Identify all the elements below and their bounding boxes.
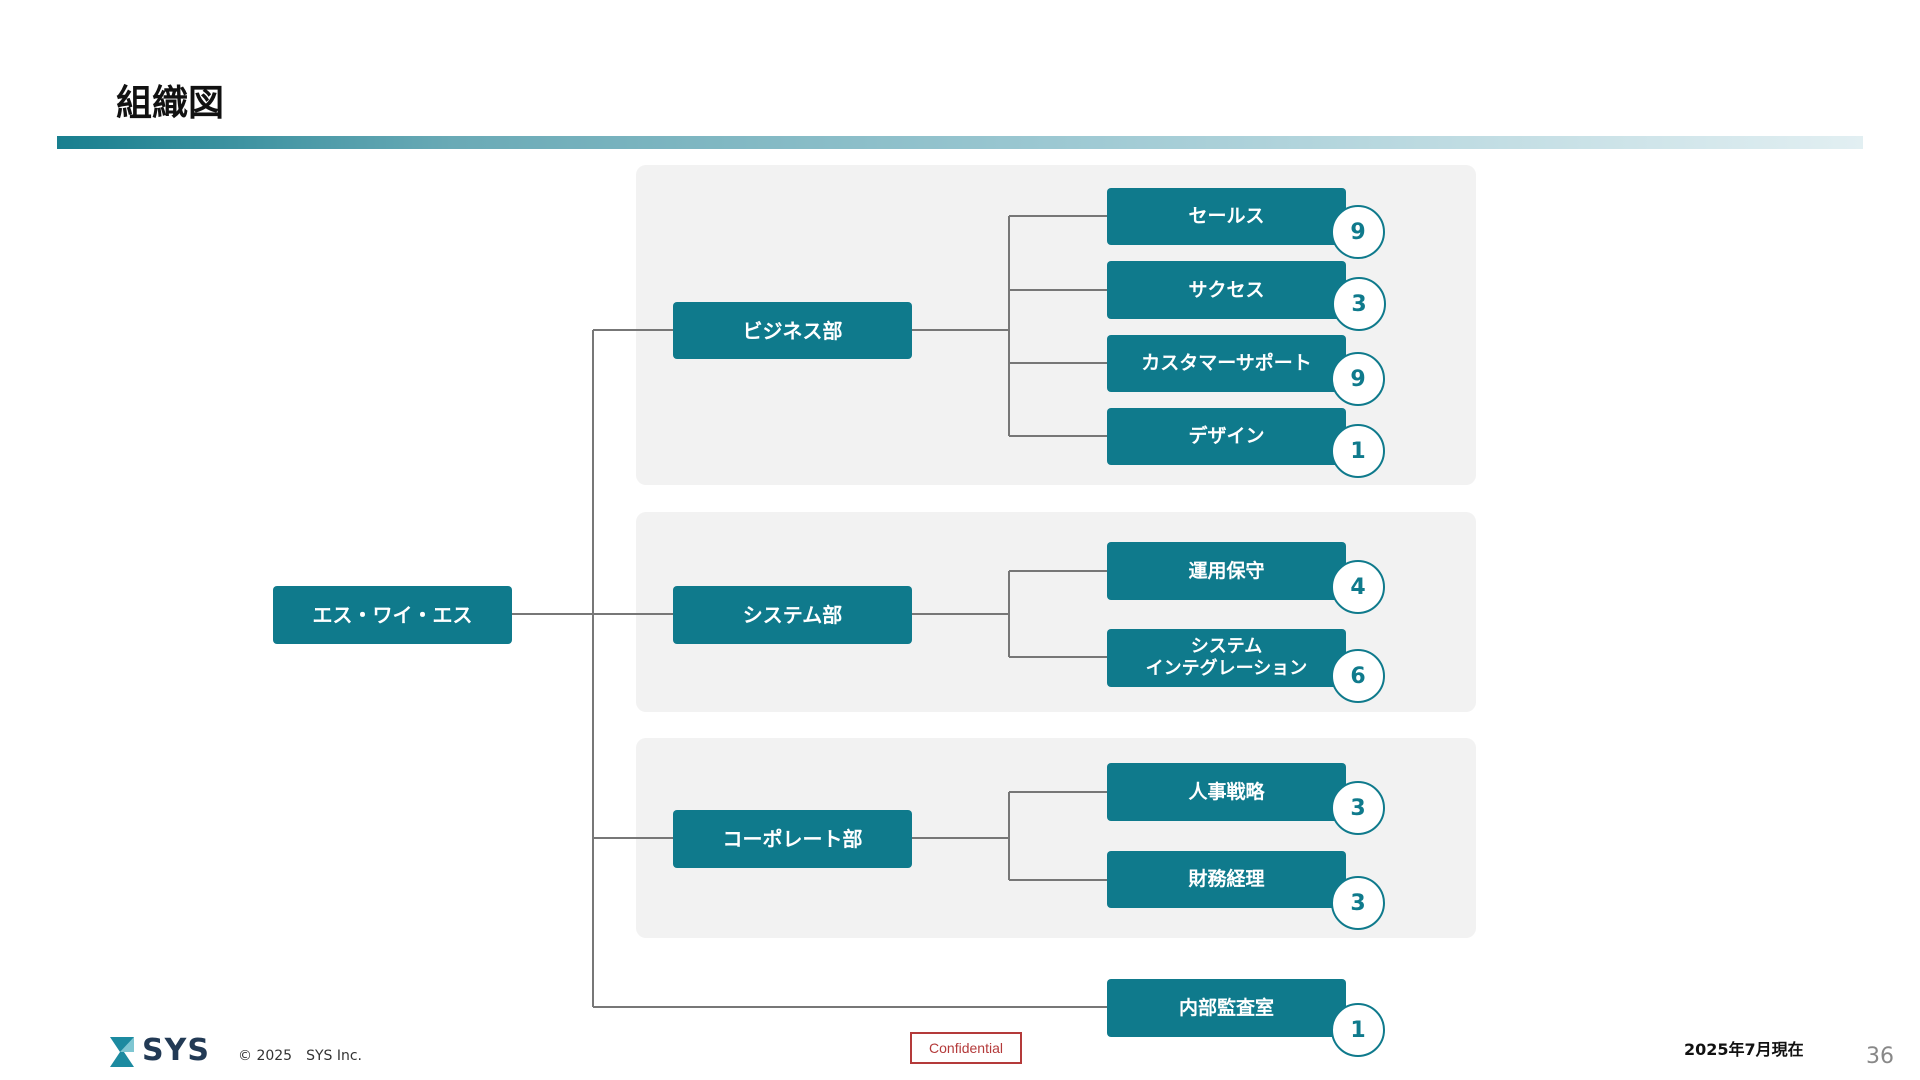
title-underline-bar (57, 136, 1863, 149)
member-count-badge: 3 (1331, 781, 1385, 835)
team-box: カスタマーサポート (1107, 335, 1346, 392)
member-count-badge: 9 (1331, 352, 1385, 406)
team-box: システム インテグレーション (1107, 629, 1346, 687)
team-box: サクセス (1107, 261, 1346, 319)
team-box: 人事戦略 (1107, 763, 1346, 821)
dept-box-corporate: コーポレート部 (673, 810, 912, 868)
page-number: 36 (1866, 1044, 1894, 1069)
page-title: 組織図 (116, 83, 225, 124)
dept-box-system: システム部 (673, 586, 912, 644)
member-count-badge: 1 (1331, 1003, 1385, 1057)
copyright-text: © 2025 SYS Inc. (238, 1048, 363, 1064)
member-count-badge: 4 (1331, 560, 1385, 614)
team-box: セールス (1107, 188, 1346, 245)
sys-logo-icon (110, 1037, 134, 1067)
dept-box-business: ビジネス部 (673, 302, 912, 359)
root-org-box: エス・ワイ・エス (273, 586, 512, 644)
team-box: 運用保守 (1107, 542, 1346, 600)
standalone-unit-box: 内部監査室 (1107, 979, 1346, 1037)
logo-text: SYS (142, 1033, 210, 1068)
member-count-badge: 6 (1331, 649, 1385, 703)
member-count-badge: 9 (1331, 205, 1385, 259)
confidential-label: Confidential (910, 1032, 1022, 1064)
as-of-date: 2025年7月現在 (1684, 1040, 1804, 1059)
team-box: デザイン (1107, 408, 1346, 465)
member-count-badge: 1 (1331, 424, 1385, 478)
team-box: 財務経理 (1107, 851, 1346, 908)
member-count-badge: 3 (1331, 876, 1385, 930)
member-count-badge: 3 (1332, 277, 1386, 331)
